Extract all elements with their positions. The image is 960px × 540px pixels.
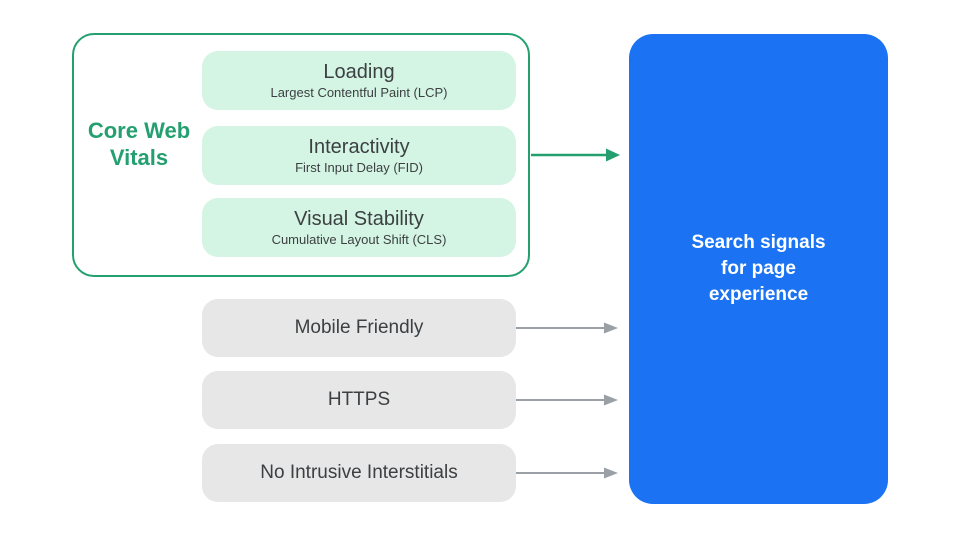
signal-card-mobile-friendly: Mobile Friendly bbox=[202, 299, 516, 357]
arrow-https bbox=[516, 394, 618, 406]
arrow-mobile-friendly bbox=[516, 322, 618, 334]
search-signals-box: Search signals for page experience bbox=[629, 34, 888, 504]
signal-label: Mobile Friendly bbox=[294, 317, 424, 338]
core-web-vitals-label: Core Web Vitals bbox=[87, 118, 191, 170]
vital-subtitle: Largest Contentful Paint (LCP) bbox=[270, 85, 448, 100]
vital-card-interactivity: Interactivity First Input Delay (FID) bbox=[202, 126, 516, 185]
arrow-head bbox=[606, 148, 620, 162]
vital-card-loading: Loading Largest Contentful Paint (LCP) bbox=[202, 51, 516, 110]
search-signals-label: Search signals for page experience bbox=[691, 232, 826, 305]
signal-card-no-intrusive-interstitials: No Intrusive Interstitials bbox=[202, 444, 516, 502]
vital-subtitle: Cumulative Layout Shift (CLS) bbox=[271, 232, 447, 247]
vital-subtitle: First Input Delay (FID) bbox=[295, 160, 423, 175]
signal-card-https: HTTPS bbox=[202, 371, 516, 429]
signal-label: HTTPS bbox=[327, 389, 391, 410]
vital-card-visual-stability: Visual Stability Cumulative Layout Shift… bbox=[202, 198, 516, 257]
arrow-head bbox=[604, 322, 618, 334]
vital-title: Loading bbox=[323, 61, 395, 83]
arrow-head bbox=[604, 467, 618, 479]
arrow-no-intrusive-interstitials bbox=[516, 467, 618, 479]
vital-title: Interactivity bbox=[308, 136, 410, 158]
arrow-core-web-vitals bbox=[531, 148, 620, 162]
arrow-head bbox=[604, 394, 618, 406]
vital-title: Visual Stability bbox=[294, 208, 424, 230]
signal-label: No Intrusive Interstitials bbox=[260, 462, 458, 483]
